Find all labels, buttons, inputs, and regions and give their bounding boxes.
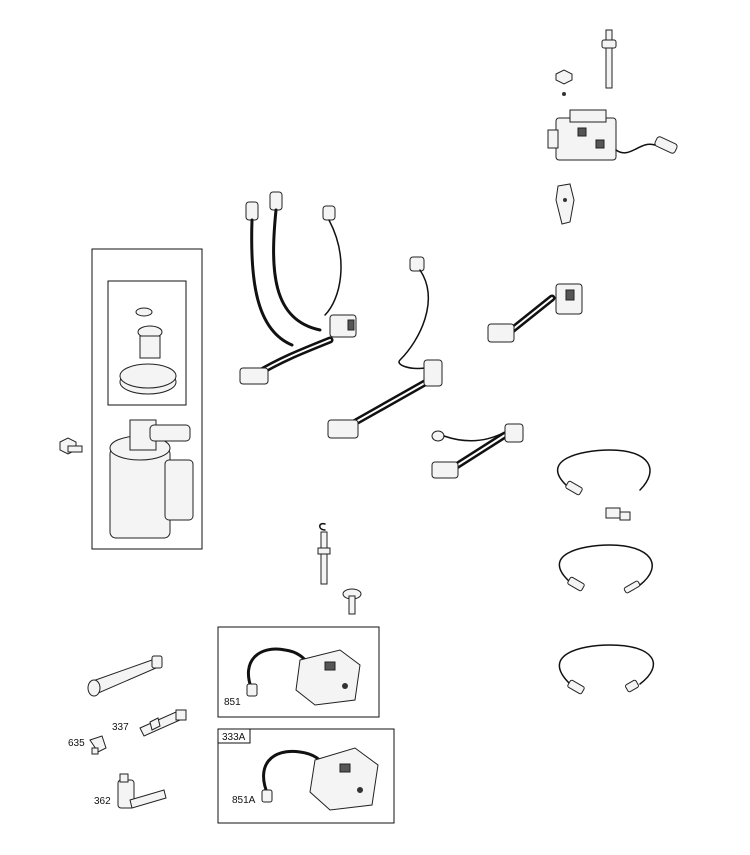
wire-lead-3	[558, 644, 654, 695]
ignition-module	[246, 647, 361, 706]
label-635: 635	[68, 738, 85, 749]
starter-bolt	[59, 437, 83, 455]
ignition-module-a	[261, 747, 379, 811]
wire-lead-1	[557, 449, 651, 521]
label-box-333a	[217, 728, 251, 744]
spark-plug-boot	[87, 655, 163, 697]
hex-nut	[555, 69, 573, 96]
label-333a: 333A	[222, 732, 246, 743]
wire-clip	[555, 183, 575, 225]
screw	[342, 588, 362, 615]
label-851: 851	[224, 697, 241, 708]
ground-wire	[431, 423, 524, 479]
label-362: 362	[94, 796, 111, 807]
starter-motor-box	[91, 248, 203, 550]
terminal-connector	[89, 735, 107, 755]
long-bolt	[317, 522, 331, 585]
ignition-module-box-a	[217, 728, 395, 824]
label-851a: 851A	[232, 795, 256, 806]
starter-motor	[109, 419, 194, 539]
ignition-module-box	[217, 626, 380, 718]
spark-plug	[139, 709, 187, 737]
wire-lead-2	[558, 544, 653, 594]
mounting-stud	[601, 29, 617, 89]
connector-adapter	[487, 283, 583, 343]
starter-drive-kit-box	[107, 280, 187, 406]
starter-drive-gear	[119, 307, 177, 395]
solenoid-switch	[547, 109, 678, 161]
label-337: 337	[112, 722, 129, 733]
wrench-tool	[117, 773, 167, 809]
wiring-harness-secondary	[327, 256, 443, 439]
wiring-harness-main	[239, 191, 357, 385]
